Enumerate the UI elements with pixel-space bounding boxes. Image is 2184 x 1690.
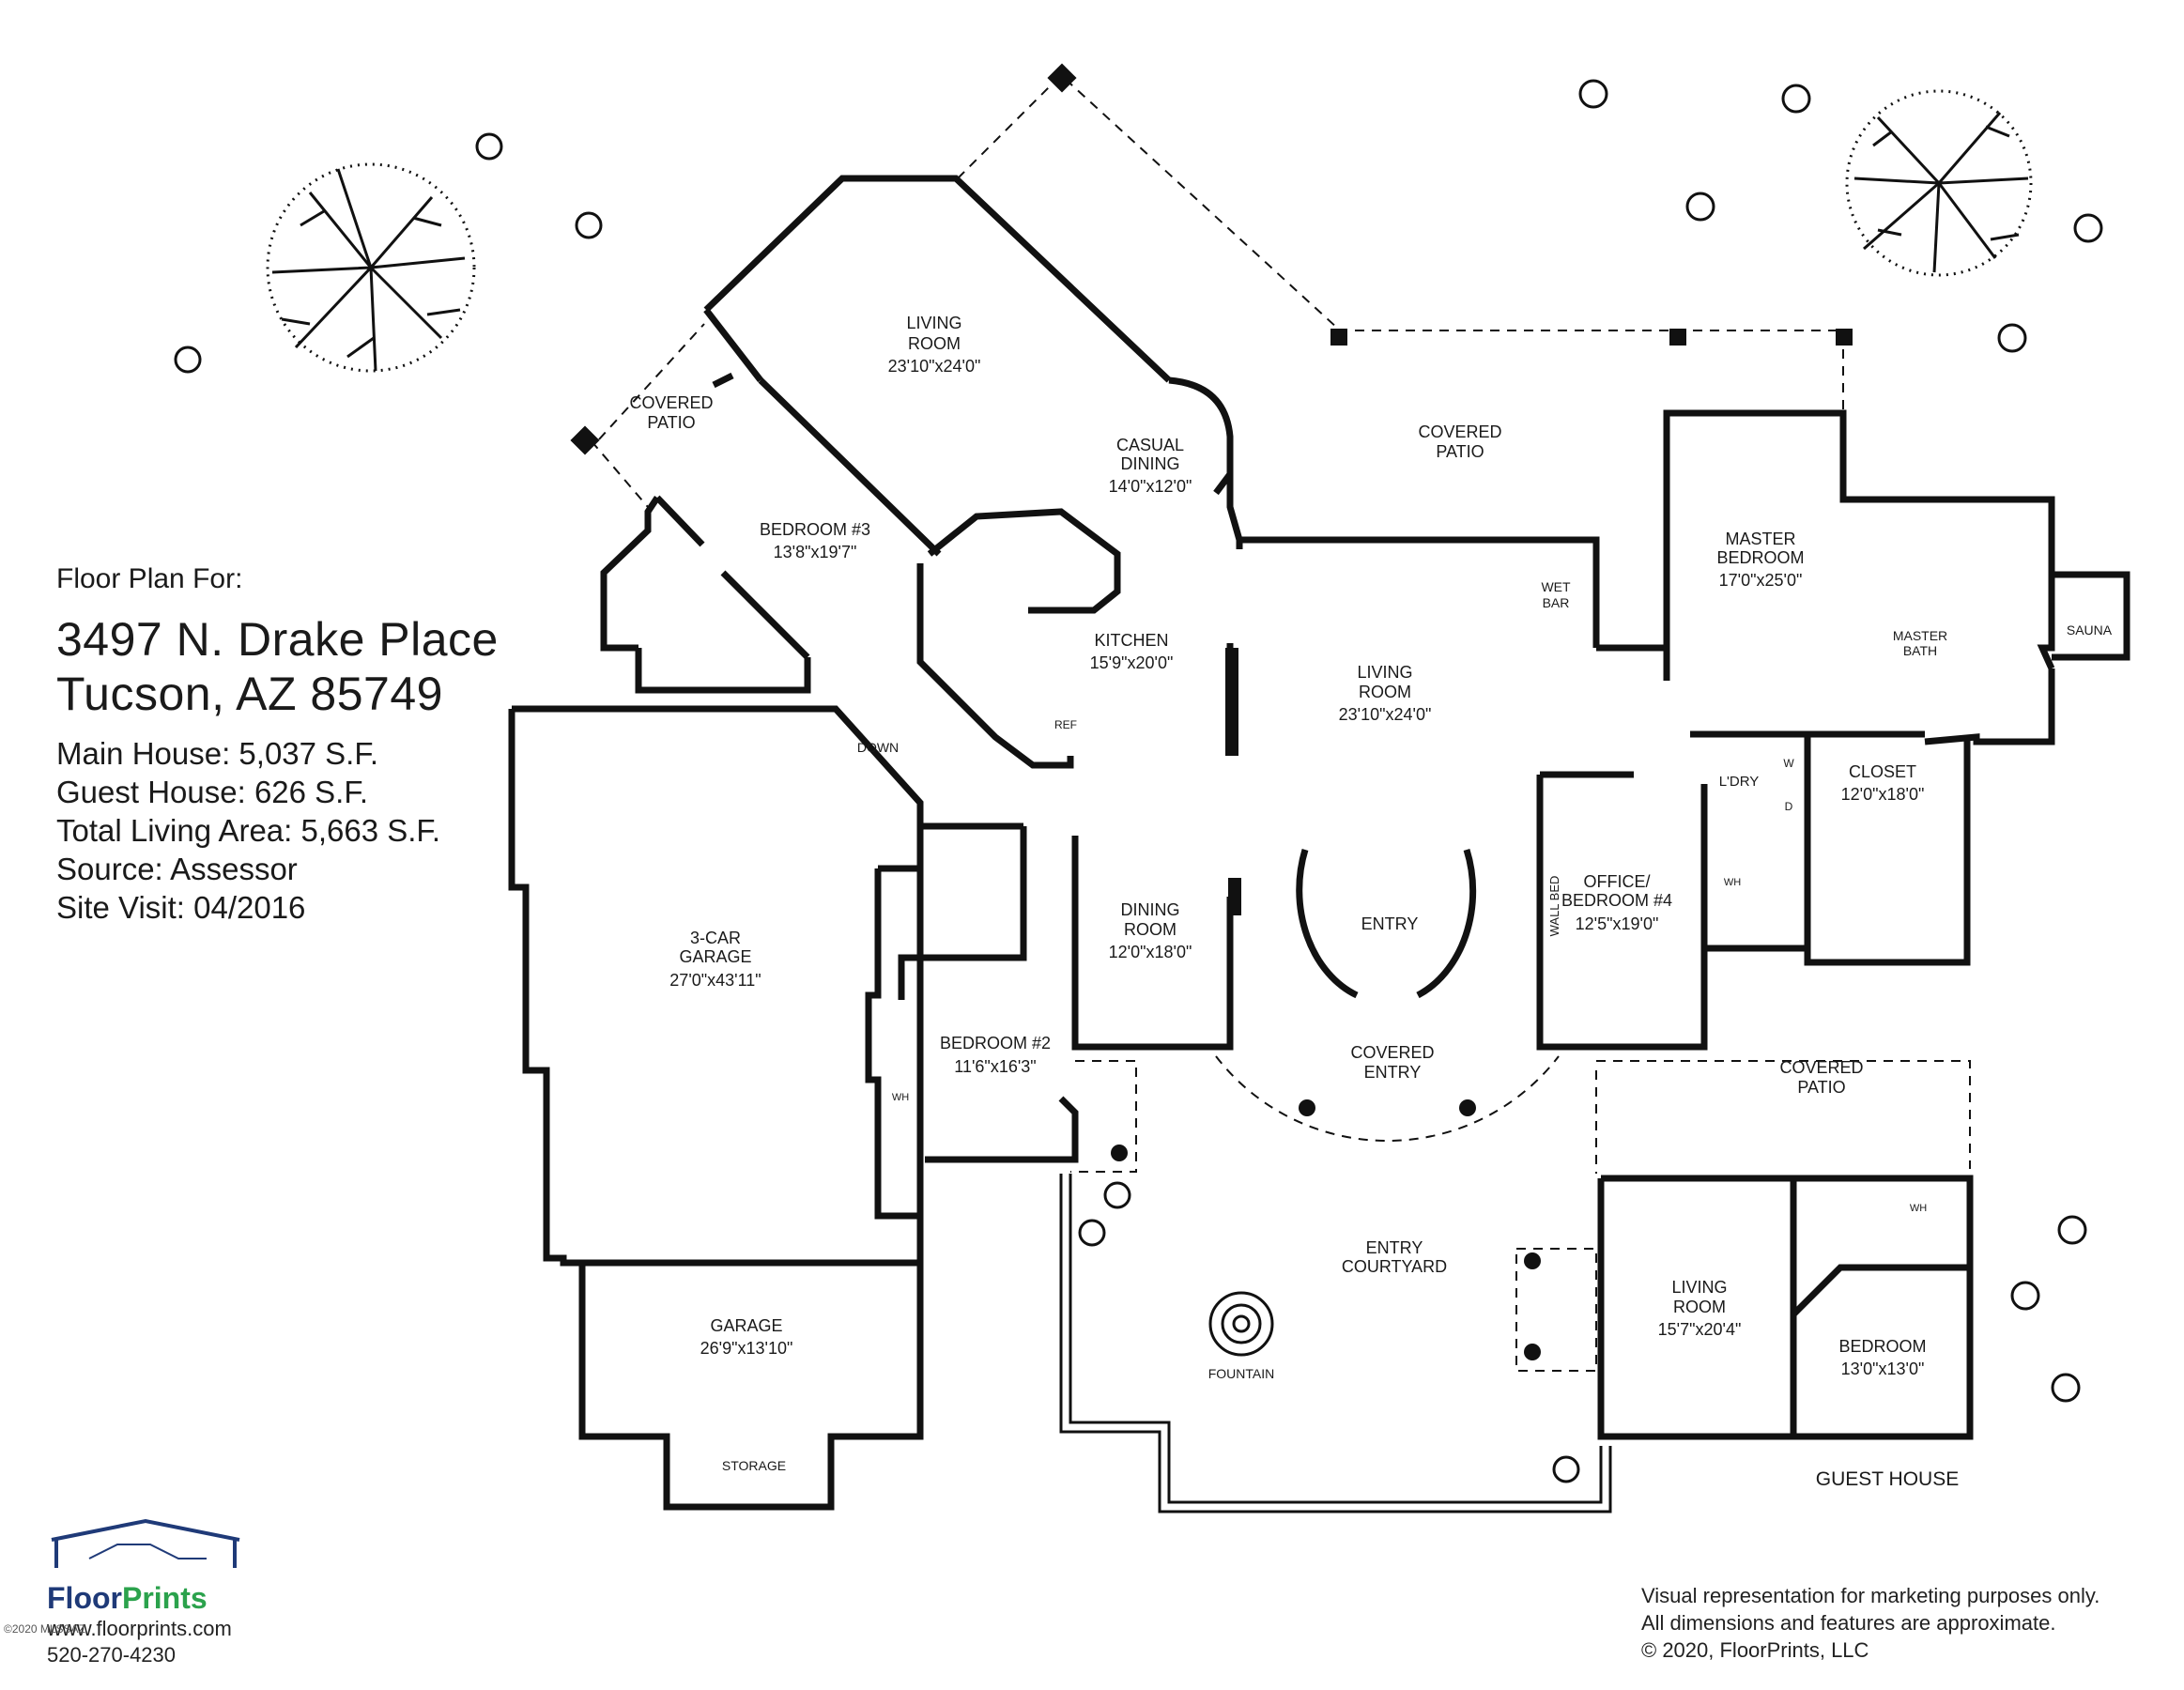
guest-living-dims: 15'7"x20'4" [1658,1320,1742,1339]
laundry-label: L'DRY [1719,774,1760,790]
office-label2: BEDROOM #4 [1561,891,1672,910]
covered-patio-top-label2: PATIO [1436,442,1484,461]
wh-label-guest: WH [1910,1203,1927,1214]
wall-bed-label: WALL BED [1547,876,1561,937]
entry-courtyard-label: ENTRY [1366,1238,1423,1257]
disclaimer-line-2: All dimensions and features are approxim… [1641,1611,2056,1635]
bedroom3-dims: 13'8"x19'7" [774,543,857,561]
source: Source: Assessor [56,852,298,886]
floorprints-logo: FloorPrints www.floorprints.com 520-270-… [47,1516,272,1668]
entry-courtyard-label2: COURTYARD [1342,1257,1447,1276]
house-logo-icon [51,1518,240,1568]
sauna-label: SAUNA [2067,622,2113,638]
website-url: www.floorprints.com [47,1617,232,1640]
wh-label-office: WH [1724,877,1741,888]
living-room-center-dims: 23'10"x24'0" [1339,705,1432,724]
closet-label: CLOSET [1849,762,1916,781]
covered-entry-label2: ENTRY [1364,1063,1422,1082]
covered-patio-right-label: COVERED [1779,1058,1863,1077]
master-bedroom-label: MASTER [1725,530,1795,548]
living-room-center-label2: ROOM [1359,683,1411,701]
guest-house-area: Guest House: 626 S.F. [56,775,369,809]
washer-label: W [1783,757,1794,770]
dining-room-label: DINING [1121,900,1180,919]
disclaimer: Visual representation for marketing purp… [1641,1582,2167,1664]
master-bath-label2: BATH [1903,643,1937,658]
covered-patio-left-label2: PATIO [647,413,695,432]
master-bath-label: MASTER [1893,628,1947,643]
dining-room-label2: ROOM [1124,920,1177,939]
master-bedroom-dims: 17'0"x25'0" [1719,571,1803,590]
garage3-dims: 27'0"x43'11" [669,971,761,990]
ref-label: REF [1054,718,1077,731]
info-heading: Floor Plan For: [56,563,243,594]
dryer-label: D [1785,800,1793,813]
kitchen-label: KITCHEN [1094,631,1168,650]
casual-dining-dims: 14'0"x12'0" [1109,477,1192,496]
casual-dining-label: CASUAL [1116,436,1184,454]
tree-large-left [266,162,476,373]
covered-patio-top-label: COVERED [1418,422,1501,441]
garage-dims: 26'9"x13'10" [700,1339,793,1358]
kitchen-dims: 15'9"x20'0" [1090,653,1174,672]
wh-label-bedroom2: WH [892,1092,909,1103]
bedroom2-dims: 11'6"x16'3" [954,1057,1036,1076]
dashed-outlines [591,73,1971,1372]
garage3-label2: GARAGE [679,947,751,966]
garage-label: GARAGE [710,1316,782,1335]
entry-label: ENTRY [1361,914,1419,933]
covered-patio-left-label: COVERED [629,393,713,412]
bedroom2-label: BEDROOM #2 [940,1034,1051,1052]
total-living-area: Total Living Area: 5,663 S.F. [56,813,441,848]
covered-patio-right-label2: PATIO [1797,1078,1845,1097]
brand-name: FloorPrints [47,1581,272,1616]
disclaimer-line-3: © 2020, FloorPrints, LLC [1641,1638,1869,1662]
garage3-label: 3-CAR [690,929,741,947]
fountain-label: FOUNTAIN [1208,1366,1275,1381]
courtyard-wall [1059,1174,1612,1513]
guest-living-label2: ROOM [1673,1298,1726,1316]
wet-bar-label: WET [1541,579,1571,594]
walls [508,175,2130,1511]
living-room-top-label2: ROOM [908,334,961,353]
site-visit: Site Visit: 04/2016 [56,890,306,925]
down-label: DOWN [857,740,899,755]
wet-bar-label2: BAR [1543,595,1570,610]
living-room-center-label: LIVING [1357,663,1412,682]
shrubs [174,79,2103,1483]
address-line-1: 3497 N. Drake Place [56,613,499,666]
bedroom3-label: BEDROOM #3 [760,520,870,539]
guest-bedroom-dims: 13'0"x13'0" [1841,1360,1925,1378]
guest-bedroom-label: BEDROOM [1838,1337,1926,1356]
storage-label: STORAGE [722,1458,786,1473]
dining-room-dims: 12'0"x18'0" [1109,943,1192,961]
main-house-area: Main House: 5,037 S.F. [56,736,379,771]
closet-dims: 12'0"x18'0" [1841,785,1925,804]
guest-living-label: LIVING [1671,1278,1727,1297]
columns [570,63,1853,1360]
brand-name-b: Prints [121,1581,208,1615]
room-labels: LIVING ROOM 23'10"x24'0" COVERED PATIO C… [629,314,2112,1490]
address-line-2: Tucson, AZ 85749 [56,668,443,720]
master-bedroom-label2: BEDROOM [1716,548,1804,567]
office-dims: 12'5"x19'0" [1576,914,1659,933]
covered-entry-label: COVERED [1350,1043,1434,1062]
mls-copyright: ©2020 MLSSAZ [4,1622,85,1636]
casual-dining-label2: DINING [1121,454,1180,473]
disclaimer-line-1: Visual representation for marketing purp… [1641,1584,2100,1607]
guest-house-label: GUEST HOUSE [1816,1468,1959,1490]
phone-number: 520-270-4230 [47,1643,177,1667]
tree-large-right [1845,89,2033,277]
office-label: OFFICE/ [1584,872,1651,891]
living-room-top-dims: 23'10"x24'0" [888,357,981,376]
property-info: Floor Plan For: 3497 N. Drake Place Tucs… [56,563,545,927]
living-room-top-label: LIVING [906,314,961,332]
brand-name-a: Floor [47,1581,122,1615]
